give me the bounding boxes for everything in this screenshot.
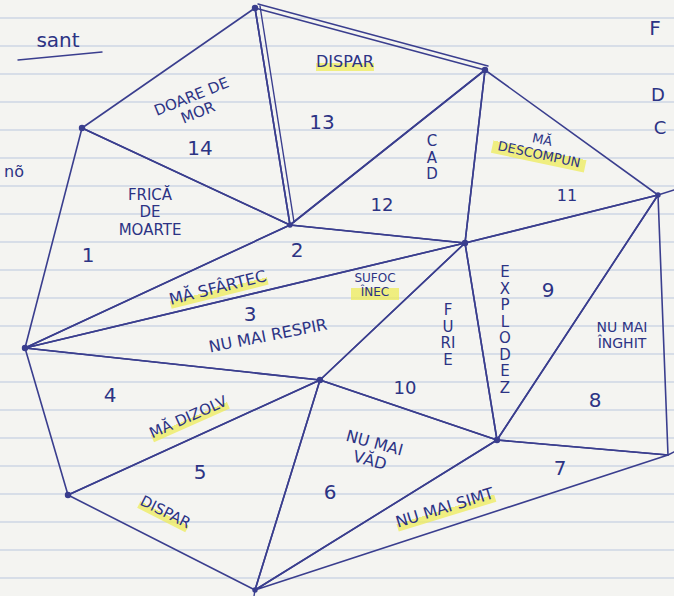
triangle-edge bbox=[25, 348, 320, 495]
region-text: FRICĂ DE MOARTE bbox=[116, 187, 184, 239]
callout-number: 2 bbox=[291, 239, 304, 262]
triangle-outline bbox=[253, 438, 670, 592]
ruled-lines bbox=[0, 18, 674, 578]
triangle-edge bbox=[320, 243, 497, 440]
margin-note: nõ bbox=[4, 163, 24, 181]
triangle-edge bbox=[255, 440, 668, 590]
callout-number: 3 bbox=[244, 303, 257, 326]
triangle-region: 4 MĂ DIZOLV bbox=[23, 346, 322, 497]
triangle-edge bbox=[25, 128, 290, 348]
callout-number: 4 bbox=[104, 384, 117, 407]
triangle-region: MĂ DESCOMPUN 11 bbox=[463, 68, 660, 245]
triangle-region: DOARE DE MOR14 bbox=[80, 6, 292, 227]
triangle-outline bbox=[253, 6, 487, 227]
callout-number: 10 bbox=[394, 378, 417, 399]
callout-number: 5 bbox=[194, 461, 207, 484]
margin-note: F bbox=[649, 17, 661, 40]
triangle-region: NU MAI VĂD6 bbox=[253, 378, 499, 592]
region-text: DISPAR bbox=[137, 493, 193, 533]
region-text: FURIE bbox=[441, 302, 456, 368]
callout-number: 8 bbox=[589, 389, 602, 412]
triangle-edge bbox=[82, 8, 290, 225]
triangle-outline bbox=[288, 68, 487, 245]
triangle-region: 7 NU MAI SIMT bbox=[253, 438, 670, 592]
triangle-edge bbox=[497, 195, 668, 455]
triangle-outline bbox=[253, 378, 499, 592]
triangle-region: EXPLODEZ 9 bbox=[463, 193, 660, 442]
region-text: NU MAI VĂD bbox=[332, 425, 411, 479]
pen-strokes bbox=[18, 4, 674, 596]
callout-number: 7 bbox=[554, 457, 567, 480]
triangle-region: NU MAI ÎNGHIT 8 bbox=[495, 193, 670, 457]
callout-number: 13 bbox=[309, 111, 334, 134]
callout-number: 6 bbox=[324, 481, 337, 504]
region-text: MĂ DESCOMPUN bbox=[490, 124, 589, 173]
triangle-edge bbox=[68, 380, 320, 590]
region-text: NU MAI ÎNGHIT bbox=[593, 319, 651, 351]
triangle-region: DISPAR 13 bbox=[253, 6, 487, 227]
triangle-edge bbox=[255, 380, 497, 590]
triangle-edge bbox=[255, 8, 485, 225]
triangle-edge bbox=[465, 195, 658, 440]
region-text: NU MAI RESPIR bbox=[207, 315, 328, 356]
callout-number: 11 bbox=[557, 187, 577, 205]
callout-number: 1 bbox=[82, 244, 95, 267]
margin-note: sant bbox=[36, 29, 79, 52]
region-text: SUFOC ÎNEC bbox=[351, 272, 399, 300]
region-text: EXPLODEZ bbox=[498, 264, 513, 396]
triangle-edge bbox=[25, 225, 465, 348]
region-text: CAD bbox=[425, 133, 440, 183]
region-text: MĂ DIZOLV bbox=[147, 393, 230, 443]
margin-note: C bbox=[654, 118, 667, 139]
callout-number: 14 bbox=[187, 137, 212, 160]
margin-note: D bbox=[651, 85, 665, 106]
triangle-outline bbox=[463, 193, 660, 442]
triangle-region: CAD 12 bbox=[288, 68, 487, 245]
callout-number: 12 bbox=[371, 195, 394, 216]
triangle-edge bbox=[465, 70, 658, 243]
callout-number: 9 bbox=[542, 279, 555, 302]
triangle-edge bbox=[25, 243, 465, 380]
region-text: NU MAI SIMT bbox=[394, 484, 497, 531]
triangle-outline bbox=[318, 241, 499, 442]
triangle-edge bbox=[290, 70, 485, 243]
triangle-region: FURIE 10 bbox=[318, 241, 499, 442]
region-text: DISPAR bbox=[316, 53, 374, 71]
region-text: DOARE DE MOR bbox=[149, 73, 242, 137]
